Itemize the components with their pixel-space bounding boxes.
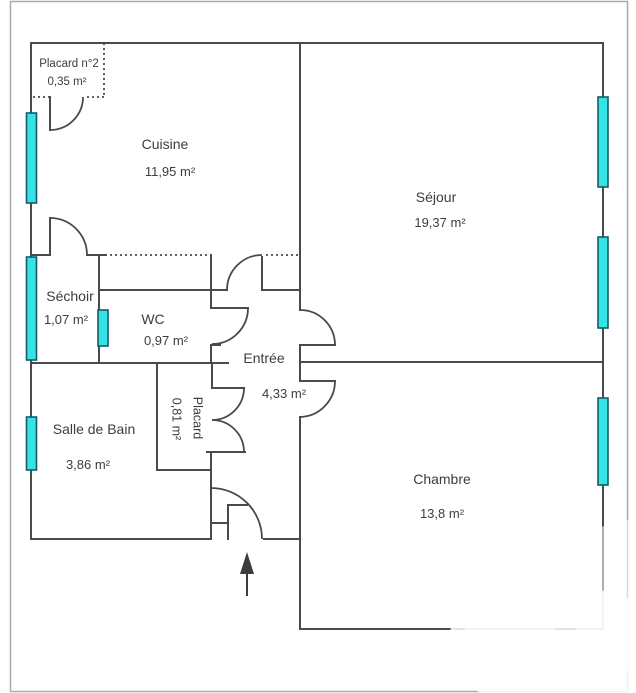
entrance-arrow [240,552,254,596]
door-arc-sechoir [49,217,88,256]
windows [25,96,609,486]
label-placard-area: 0,81 m² [170,398,184,440]
label-chambre-area: 13,8 m² [420,506,465,521]
label-placard2-area: 0,35 m² [48,76,87,88]
arrow-head-icon [240,552,254,574]
label-cuisine-name: Cuisine [142,136,189,152]
label-placard-name: Placard [191,397,205,439]
door-arc-cuisine [226,254,263,291]
dotted-boundaries [33,43,298,256]
window-sejour-top [597,96,609,188]
window-salle-de-bain [25,416,38,471]
image-border [9,0,629,693]
label-salle-de-bain-name: Salle de Bain [53,421,136,437]
label-chambre-name: Chambre [413,471,471,487]
label-sejour-area: 19,37 m² [414,215,466,230]
label-entree-area: 4,33 m² [262,386,307,401]
door-arc-placard2 [49,96,84,131]
label-sejour-name: Séjour [416,189,457,205]
walls [30,42,604,630]
watermark [445,520,636,693]
door-arc-entrance [210,487,263,540]
window-chambre [597,397,609,486]
label-placard2-name: Placard n°2 [39,58,99,70]
window-sechoir [25,256,38,361]
window-wc-internal [97,309,109,347]
label-entree-name: Entrée [243,350,284,366]
door-arc-wc [211,307,249,345]
label-wc-area: 0,97 m² [144,333,189,348]
window-cuisine [25,112,38,204]
door-arc-chambre [299,380,336,418]
label-sechoir-area: 1,07 m² [44,312,89,327]
window-sejour-bottom [597,236,609,329]
door-arc-placard-lower [211,419,245,453]
label-cuisine-area: 11,95 m² [145,164,196,179]
label-wc-name: WC [141,311,164,327]
label-salle-de-bain-area: 3,86 m² [66,457,111,472]
door-arc-placard-upper [211,387,245,421]
door-arc-sejour [299,309,336,346]
label-sechoir-name: Séchoir [46,288,94,304]
